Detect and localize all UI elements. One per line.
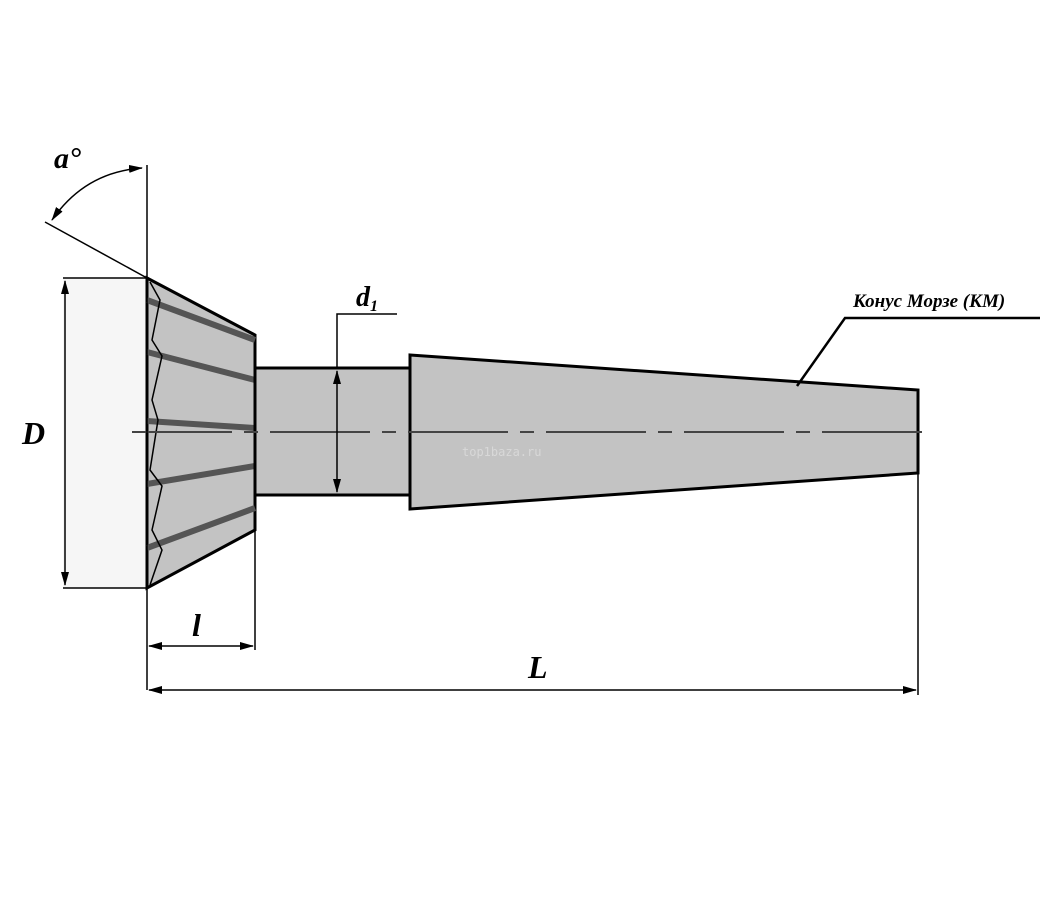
tooth: [146, 463, 256, 487]
shank-callout-label: Конус Морзе (КМ): [852, 291, 1005, 312]
diameter-label: D: [21, 415, 45, 451]
callout-leader: [795, 316, 1040, 387]
neck-diameter-letter: d: [356, 282, 371, 313]
cutter-teeth: [145, 297, 257, 551]
neck-diameter-label: d1: [356, 282, 378, 315]
angle-reference-line: [44, 221, 148, 279]
tooth-edge-outline: [149, 281, 163, 586]
watermark: top1baza.ru: [462, 445, 541, 459]
total-length-label: L: [527, 649, 548, 685]
neck-diameter-leader: [336, 313, 397, 368]
neck-diameter-subscript: 1: [370, 298, 378, 315]
tooth: [146, 418, 256, 431]
angle-label: a°: [54, 142, 81, 175]
tooth: [146, 349, 256, 383]
tooth: [145, 297, 257, 343]
tooth: [145, 505, 257, 551]
cutting-length-label: l: [192, 607, 201, 643]
angle-arc: [51, 164, 143, 221]
